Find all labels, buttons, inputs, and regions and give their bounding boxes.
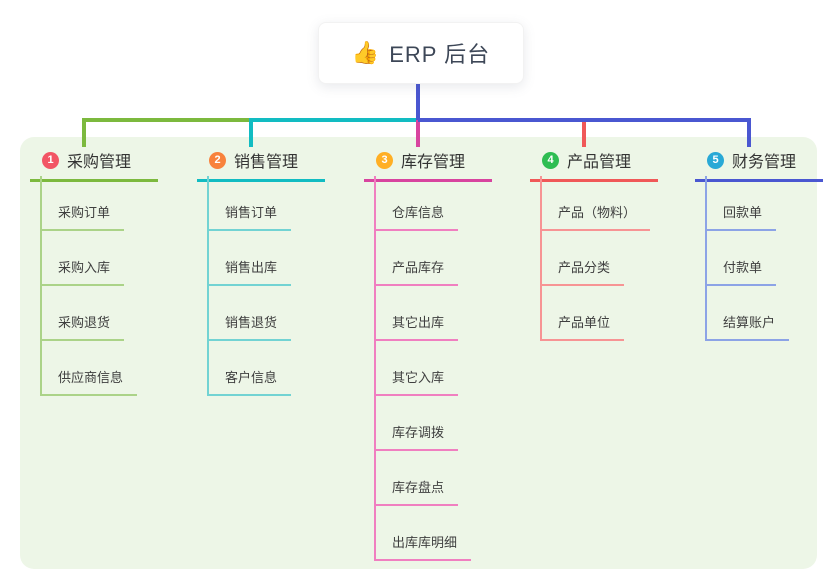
child-node[interactable]: 其它入库 (374, 368, 459, 396)
root-node[interactable]: 👍 ERP 后台 (318, 22, 524, 84)
child-node[interactable]: 采购入库 (40, 258, 125, 286)
child-label: 采购入库 (58, 260, 111, 275)
branch-label: 财务管理 (732, 154, 797, 171)
branch-number-badge: 2 (209, 151, 226, 169)
child-label: 销售订单 (225, 205, 278, 220)
child-label: 销售退货 (225, 315, 278, 330)
root-node-label: ERP 后台 (389, 42, 491, 67)
child-node[interactable]: 产品（物料） (540, 203, 651, 231)
child-label: 仓库信息 (392, 205, 445, 220)
branch-label: 产品管理 (567, 154, 632, 171)
child-label: 付款单 (723, 260, 763, 275)
child-label: 供应商信息 (58, 370, 124, 385)
branch: 3 库存管理 仓库信息 产品库存 其它出库 其它入库 库存调拨 库存盘点 出库库… (364, 148, 534, 561)
child-node[interactable]: 其它出库 (374, 313, 459, 341)
branch-number-badge: 1 (42, 151, 59, 169)
child-node[interactable]: 出库库明细 (374, 533, 472, 561)
branch: 1 采购管理 采购订单 采购入库 采购退货 供应商信息 (30, 148, 200, 396)
branch-number-badge: 4 (542, 151, 559, 169)
child-node[interactable]: 产品库存 (374, 258, 459, 286)
branch-header-4[interactable]: 4 产品管理 (530, 148, 658, 182)
child-connector-line (705, 176, 707, 341)
child-node[interactable]: 采购订单 (40, 203, 125, 231)
child-node[interactable]: 产品单位 (540, 313, 625, 341)
child-node[interactable]: 销售出库 (207, 258, 292, 286)
child-node[interactable]: 结算账户 (705, 313, 790, 341)
child-node[interactable]: 供应商信息 (40, 368, 138, 396)
child-connector-line (540, 176, 542, 341)
child-connector-line (207, 176, 209, 396)
branch: 5 财务管理 回款单 付款单 结算账户 (695, 148, 839, 341)
child-label: 其它出库 (392, 315, 445, 330)
child-label: 产品（物料） (558, 205, 637, 220)
child-node[interactable]: 产品分类 (540, 258, 625, 286)
branch-header-5[interactable]: 5 财务管理 (695, 148, 823, 182)
child-connector-line (40, 176, 42, 396)
child-label: 采购退货 (58, 315, 111, 330)
branch-header-2[interactable]: 2 销售管理 (197, 148, 325, 182)
branch-label: 库存管理 (401, 154, 466, 171)
thumbs-up-icon: 👍 (351, 40, 380, 65)
child-label: 产品单位 (558, 315, 611, 330)
child-node[interactable]: 采购退货 (40, 313, 125, 341)
child-node[interactable]: 回款单 (705, 203, 777, 231)
child-label: 产品分类 (558, 260, 611, 275)
child-node[interactable]: 库存盘点 (374, 478, 459, 506)
child-label: 库存盘点 (392, 480, 445, 495)
child-node[interactable]: 销售订单 (207, 203, 292, 231)
branch-label: 采购管理 (67, 154, 132, 171)
child-label: 回款单 (723, 205, 763, 220)
branch-header-1[interactable]: 1 采购管理 (30, 148, 158, 182)
branch: 2 销售管理 销售订单 销售出库 销售退货 客户信息 (197, 148, 367, 396)
child-label: 库存调拨 (392, 425, 445, 440)
child-label: 产品库存 (392, 260, 445, 275)
child-label: 其它入库 (392, 370, 445, 385)
child-node[interactable]: 付款单 (705, 258, 777, 286)
branch-number-badge: 5 (707, 151, 724, 169)
child-node[interactable]: 仓库信息 (374, 203, 459, 231)
child-connector-line (374, 176, 376, 561)
branch: 4 产品管理 产品（物料） 产品分类 产品单位 (530, 148, 700, 341)
child-label: 结算账户 (723, 315, 776, 330)
child-label: 客户信息 (225, 370, 278, 385)
child-label: 销售出库 (225, 260, 278, 275)
branch-number-badge: 3 (376, 151, 393, 169)
branch-header-3[interactable]: 3 库存管理 (364, 148, 492, 182)
child-label: 采购订单 (58, 205, 111, 220)
child-label: 出库库明细 (392, 535, 458, 550)
child-node[interactable]: 客户信息 (207, 368, 292, 396)
branches-panel-background (20, 137, 817, 569)
child-node[interactable]: 库存调拨 (374, 423, 459, 451)
branch-label: 销售管理 (234, 154, 299, 171)
child-node[interactable]: 销售退货 (207, 313, 292, 341)
